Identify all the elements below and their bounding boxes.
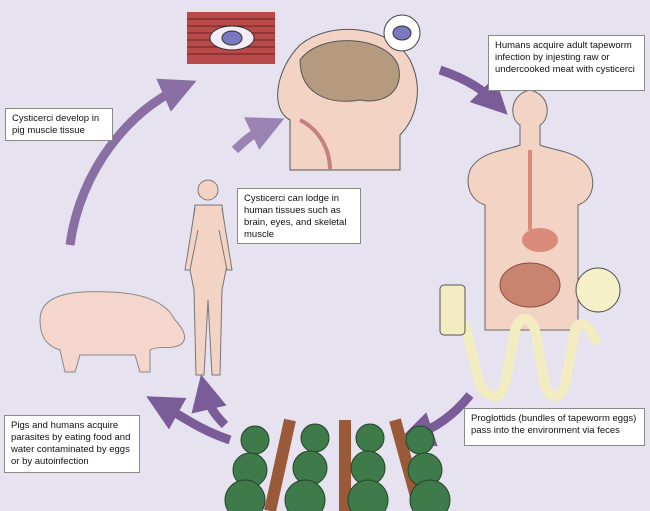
pig-muscle-tissue (187, 12, 275, 64)
arrow-pig-to-muscle (65, 78, 197, 246)
label-proglottids: Proglottids (bundles of tapeworm eggs) p… (464, 408, 645, 446)
human-head-brain (277, 14, 421, 171)
label-acquire-parasites: Pigs and humans acquire parasites by eat… (4, 415, 140, 473)
label-human-tissues: Cysticerci can lodge in human tissues su… (237, 188, 361, 244)
arrow-to-human-body (438, 65, 508, 115)
label-human-infection: Humans acquire adult tapeworm infection … (488, 35, 645, 91)
arrow-to-human (191, 374, 229, 429)
label-pig-muscle: Cysticerci develop in pig muscle tissue (5, 108, 113, 141)
tapeworm (460, 313, 600, 402)
pig (39, 291, 186, 373)
human-figure (184, 179, 233, 376)
human-torso (467, 89, 594, 331)
cabbage-field (224, 418, 451, 511)
arrow-to-pig (146, 396, 232, 445)
proglottid-segment (439, 284, 466, 336)
arrow-to-brain (231, 117, 285, 154)
tapeworm-scolex (575, 267, 621, 313)
